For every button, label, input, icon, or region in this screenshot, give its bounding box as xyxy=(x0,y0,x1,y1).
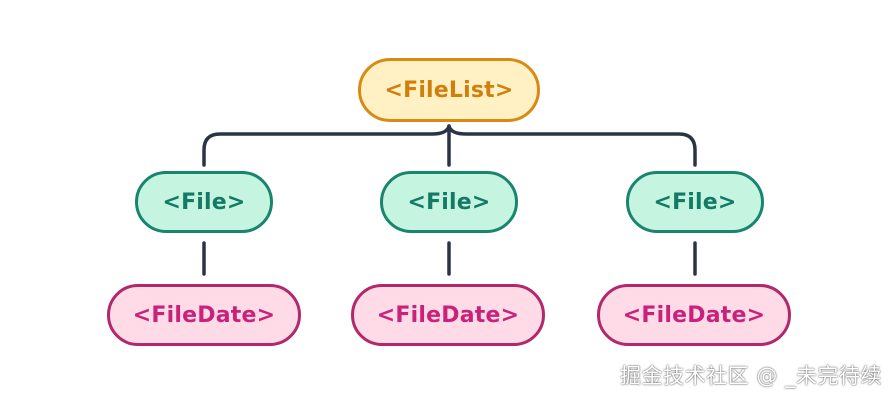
file-node-3: <File> xyxy=(626,171,764,233)
watermark-text: 掘金技术社区 @ _未完待续 xyxy=(620,364,882,388)
filedate-node-1: <FileDate> xyxy=(107,284,301,346)
filelist-node: <FileList> xyxy=(358,58,540,122)
file-node-1: <File> xyxy=(135,171,273,233)
file-node-2: <File> xyxy=(380,171,518,233)
filedate-node-2: <FileDate> xyxy=(351,284,545,346)
filedate-node-3: <FileDate> xyxy=(597,284,791,346)
